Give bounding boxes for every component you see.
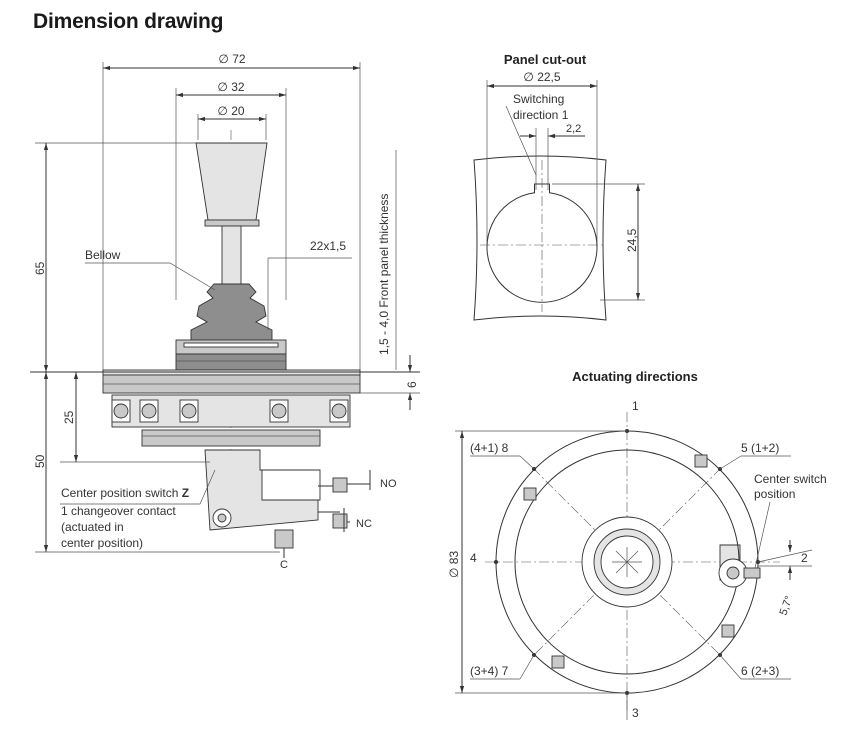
direction-4-label: 4	[470, 551, 477, 565]
switch-label-line3: (actuated in	[61, 520, 124, 534]
panel-cutout-title: Panel cut-out	[504, 52, 587, 67]
dim-25-label: 25	[62, 410, 76, 424]
dim-20-label: ∅ 20	[217, 104, 244, 118]
center-switch-label-1: Center switch	[754, 472, 827, 486]
shaft-star	[612, 547, 642, 577]
terminal-nc-label: NC	[356, 518, 372, 530]
cutout-hole	[486, 183, 598, 303]
switching-label-2: direction 1	[513, 108, 569, 122]
cutout-diameter-label: ∅ 22,5	[523, 70, 560, 84]
front-panel-thickness-label: 1,5 - 4,0 Front panel thickness	[377, 194, 391, 355]
page-title: Dimension drawing	[33, 10, 224, 33]
actuating-directions: Actuating directions	[447, 369, 827, 720]
switch-label-line4: center position)	[61, 536, 143, 550]
switching-label-1: Switching	[513, 92, 564, 106]
terminal-nc	[318, 508, 350, 532]
direction-7-label: (3+4) 7	[470, 664, 509, 678]
direction-8-label: (4+1) 8	[470, 441, 509, 455]
joystick-knob	[195, 142, 268, 221]
direction-5-label: 5 (1+2)	[741, 441, 779, 455]
actuating-diameter-label: ∅ 83	[447, 551, 461, 578]
panel-outline	[473, 155, 607, 321]
bellow-label: Bellow	[85, 248, 121, 262]
bellow	[190, 283, 273, 341]
actuating-title: Actuating directions	[572, 369, 698, 384]
direction-2-label: 2	[801, 551, 808, 565]
dim-32-label: ∅ 32	[217, 80, 244, 94]
switch-label-line2: 1 changeover contact	[61, 504, 176, 518]
thread-label: 22x1,5	[310, 239, 346, 253]
dim-65-label: 65	[33, 261, 47, 275]
terminal-c	[274, 529, 294, 549]
side-view: ∅ 72 ∅ 32 ∅ 20 Bellow 22x1,5	[30, 52, 420, 571]
center-switch-label-2: position	[754, 487, 795, 501]
bezel-ring-rim	[183, 342, 279, 348]
cutout-slot-label: 2,2	[566, 123, 581, 135]
switch-plate	[141, 429, 321, 447]
terminal-no-label: NO	[380, 478, 397, 490]
switch-label-line1: Center position switch Z	[61, 486, 189, 500]
dim-50-label: 50	[33, 454, 47, 468]
angle-label: 5,7°	[778, 594, 796, 617]
direction-6-label: 6 (2+3)	[741, 664, 779, 678]
joystick-shaft	[221, 225, 242, 285]
bezel-base	[175, 353, 287, 371]
knob-collar	[204, 219, 260, 227]
terminal-no	[318, 470, 371, 493]
dim-6-label: 6	[405, 381, 419, 388]
cutout-height-label: 24,5	[625, 228, 639, 252]
ring-lugs	[523, 454, 735, 669]
terminal-screws	[111, 399, 349, 423]
direction-3-label: 3	[632, 706, 639, 720]
center-switch-pin	[743, 567, 761, 579]
terminal-c-label: C	[280, 559, 288, 571]
dim-72-label: ∅ 72	[218, 52, 245, 66]
direction-1-label: 1	[632, 399, 639, 413]
panel-cutout: Panel cut-out ∅ 22,5 24,5 Switching dire…	[473, 52, 645, 321]
